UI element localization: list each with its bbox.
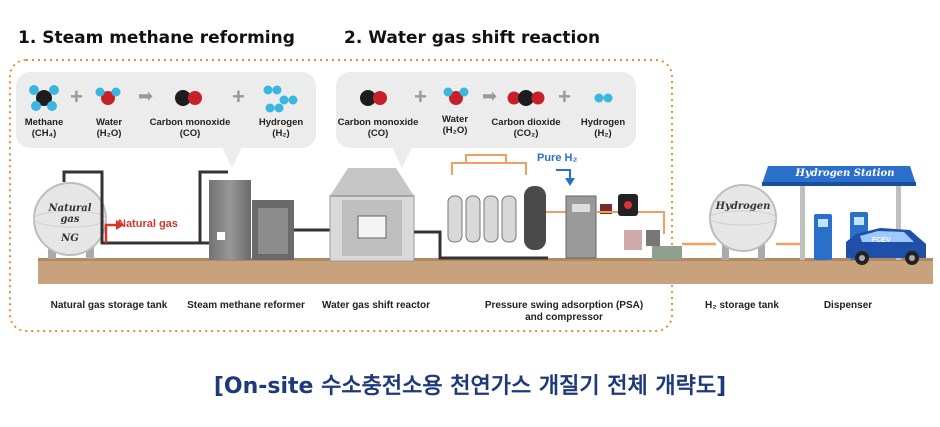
tank-text: Natural gas NG xyxy=(48,203,92,244)
co2-molecule-icon xyxy=(507,90,545,106)
methane-label: Methane(CH₄) xyxy=(24,117,64,139)
natural-gas-tank xyxy=(33,182,107,259)
h2-tank-text: Hydrogen xyxy=(715,201,771,212)
hydrogen-molecule-icon-2 xyxy=(594,93,613,103)
methane-molecule-icon xyxy=(29,85,59,111)
process-boundary-frame xyxy=(9,59,673,332)
pure-h2-arrow xyxy=(556,169,571,180)
water-gas-shift-reactor xyxy=(329,168,415,262)
reaction-arrow-icon-2: ➡ xyxy=(482,86,498,106)
hydrogen-label-2: Hydrogen(H₂) xyxy=(580,117,626,139)
label-shift-reactor: Water gas shift reactor xyxy=(322,300,430,311)
pure-h2-label: Pure H₂ xyxy=(537,152,578,164)
co-molecule-icon-2 xyxy=(360,90,387,106)
section-title-wgs: 2. Water gas shift reaction xyxy=(344,28,601,48)
gas-pipe xyxy=(62,170,210,245)
co-molecule-icon xyxy=(175,90,202,106)
water-label-2: Water(H₂O) xyxy=(441,114,469,136)
hydrogen-station xyxy=(762,166,916,260)
plus-sign-4: + xyxy=(558,84,571,109)
label-psa: Pressure swing adsorption (PSA)and compr… xyxy=(484,300,644,323)
ground-strip xyxy=(38,258,933,284)
car-text: FCEV xyxy=(872,237,891,244)
section-title-smr: 1. Steam methane reforming xyxy=(18,28,295,48)
label-dispenser: Dispenser xyxy=(823,300,873,311)
natural-gas-arrow xyxy=(104,223,116,243)
reaction-bubble-wgs xyxy=(336,72,636,168)
natural-gas-flow-label: Natural gas xyxy=(118,218,178,230)
reaction-bubble-smr xyxy=(16,72,316,168)
co-label: Carbon monoxide(CO) xyxy=(149,117,231,139)
hydrogen-storage-tank xyxy=(709,184,777,260)
hydrogen-label: Hydrogen(H₂) xyxy=(258,117,304,139)
plus-sign-3: + xyxy=(414,84,427,109)
co2-label: Carbon dioxide(CO₂) xyxy=(491,117,561,139)
water-label: Water(H₂O) xyxy=(95,117,123,139)
label-h2-tank: H₂ storage tank xyxy=(705,300,779,311)
label-storage-tank: Natural gas storage tank xyxy=(50,300,168,311)
steam-methane-reformer xyxy=(198,170,294,260)
water-molecule-icon xyxy=(95,87,121,105)
station-sign-text: Hydrogen Station xyxy=(795,168,895,179)
fcev-car xyxy=(846,228,926,265)
plus-sign-2: + xyxy=(232,84,245,109)
water-molecule-icon-2 xyxy=(443,87,469,105)
plus-sign: + xyxy=(70,84,83,109)
reaction-arrow-icon: ➡ xyxy=(138,86,154,106)
label-reformer: Steam methane reformer xyxy=(187,300,305,311)
psa-vessels xyxy=(447,154,546,250)
co-label-2: Carbon monoxide(CO) xyxy=(337,117,419,139)
shift-outlet-pipe xyxy=(414,230,548,260)
hydrogen-molecules-icon xyxy=(263,85,298,113)
compressor-unit xyxy=(565,194,682,260)
diagram-caption: [On-site 수소충전소용 천연가스 개질기 전체 개략도] xyxy=(213,374,727,399)
